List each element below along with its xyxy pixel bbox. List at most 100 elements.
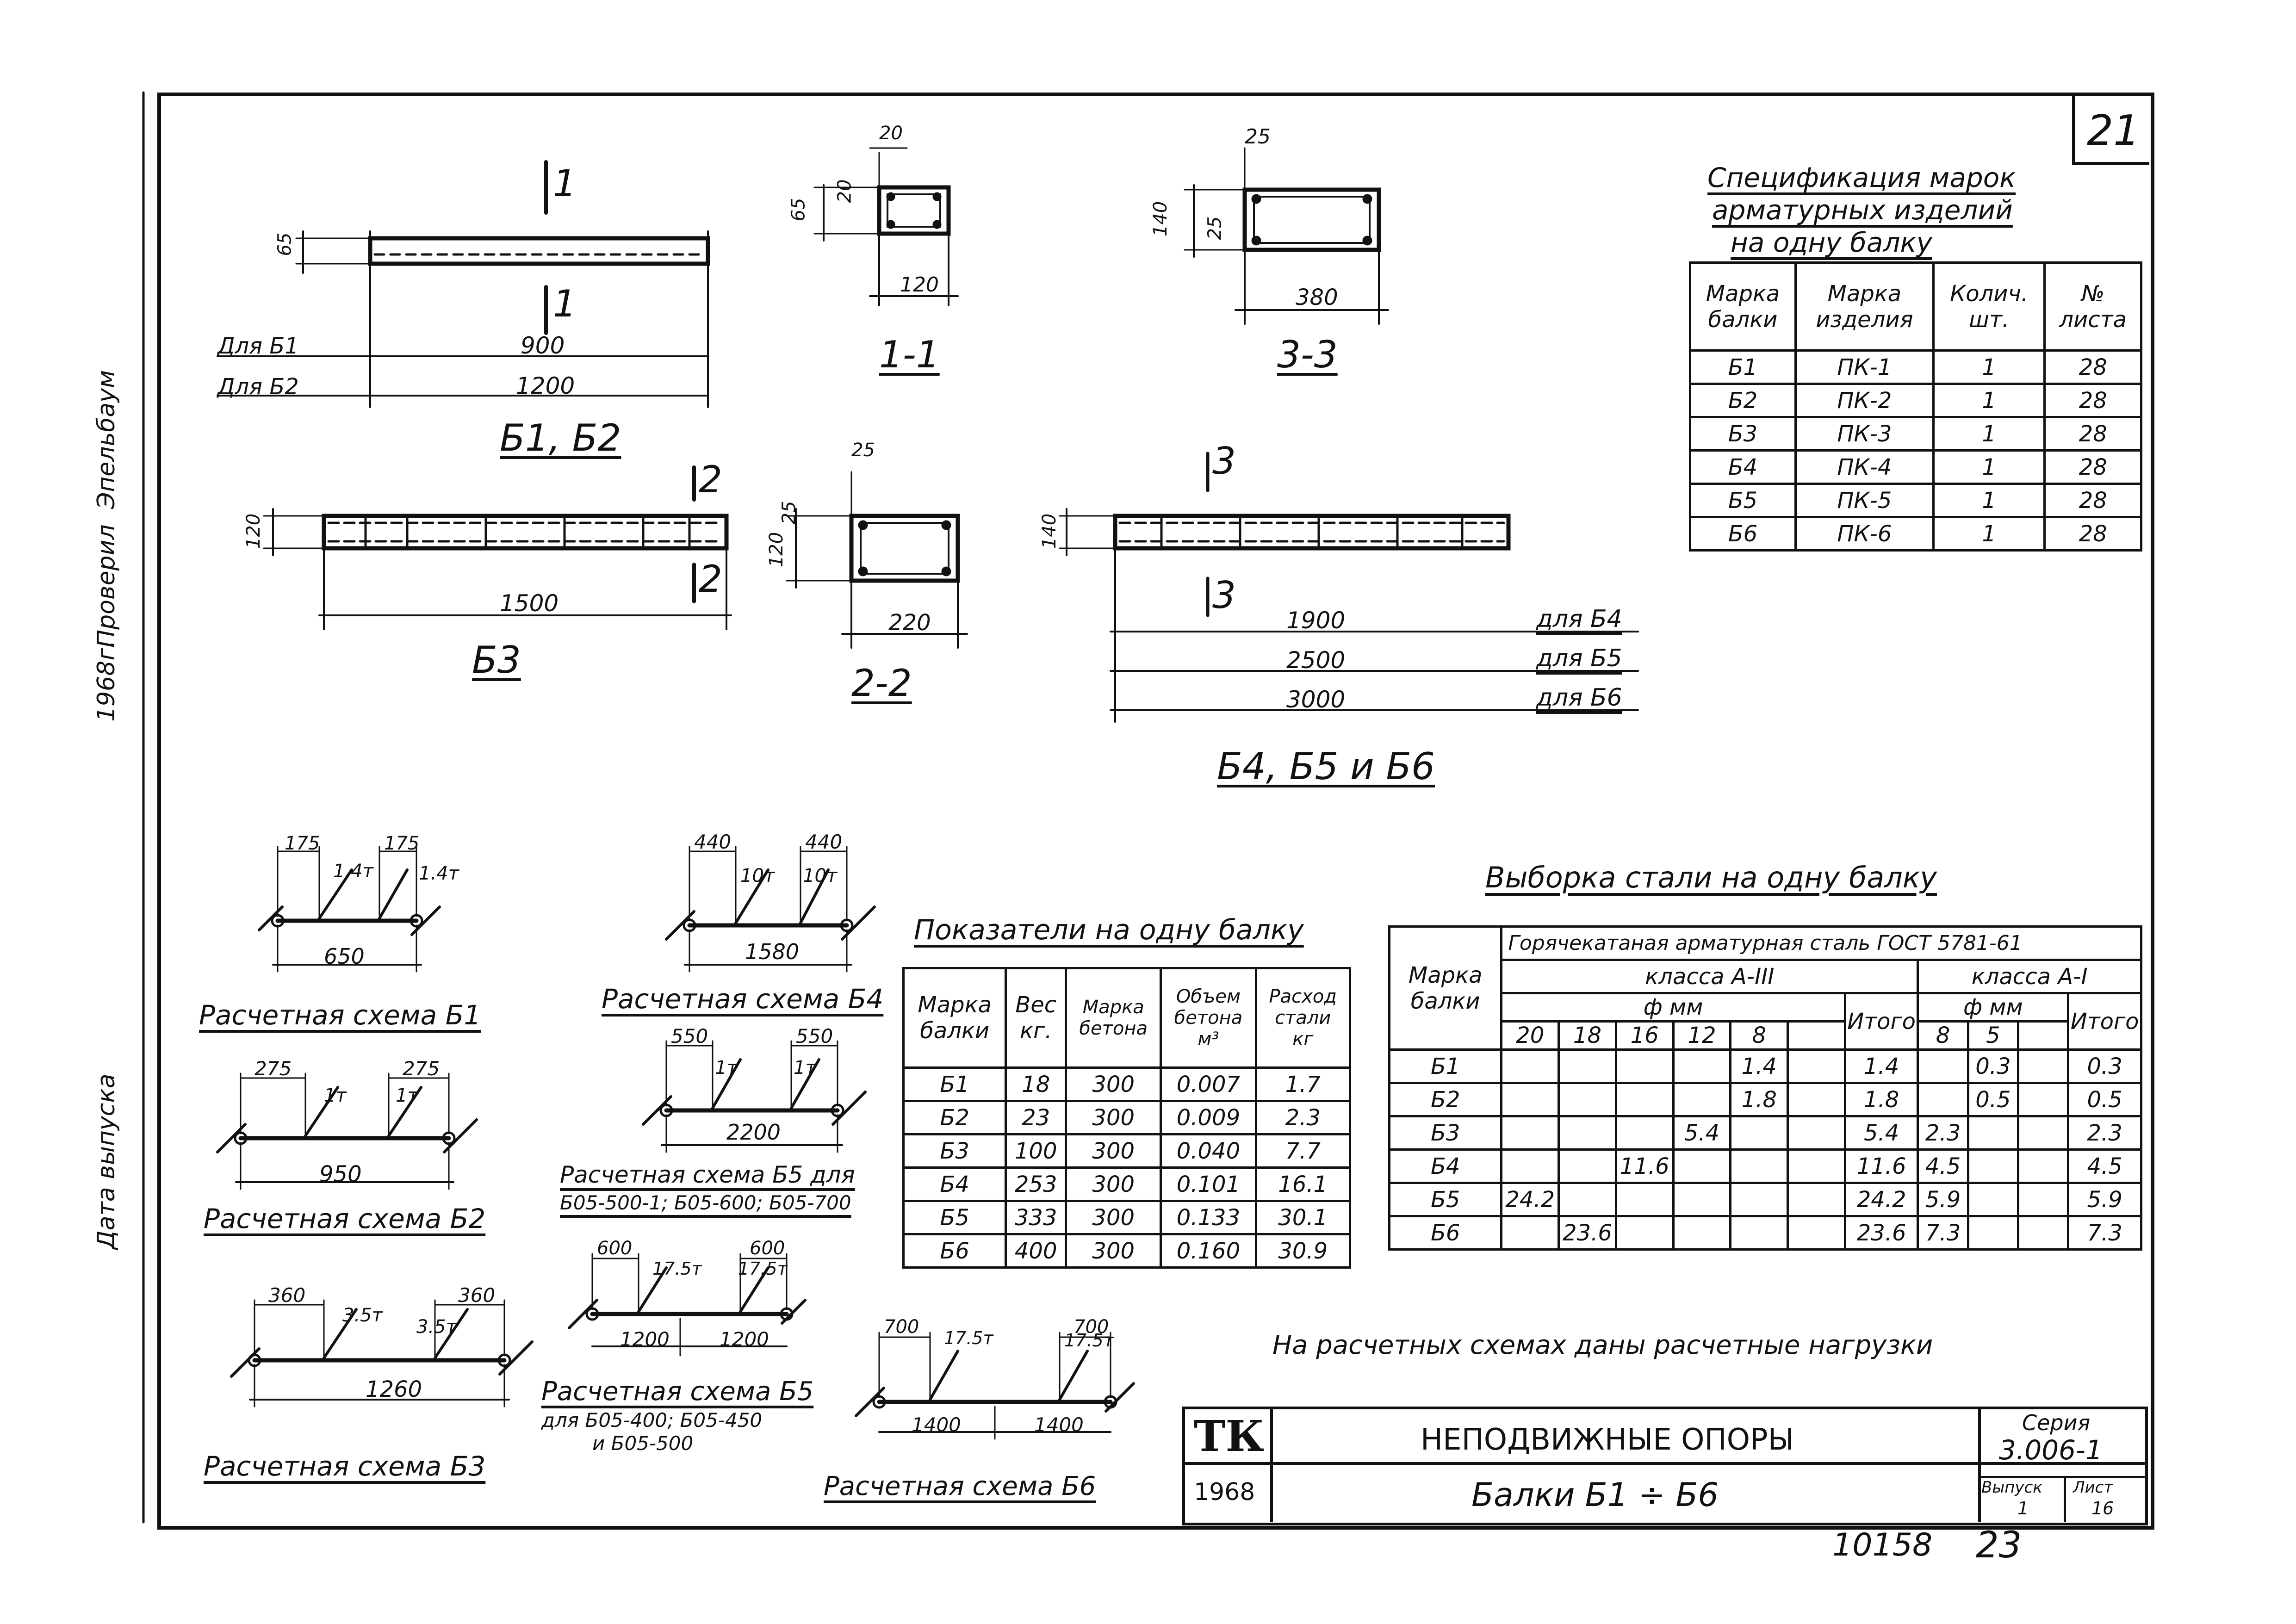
bottom-page: 23 xyxy=(1976,1525,2022,1566)
steel-cell: 5.4 xyxy=(1672,1115,1732,1151)
ind-cell: 300 xyxy=(1065,1133,1162,1169)
steel-cell: 0.3 xyxy=(1967,1048,2020,1084)
spec-cell: 1 xyxy=(1932,483,2046,518)
scheme-b5b-subtitle-2: и Б05-500 xyxy=(592,1432,694,1455)
steel-cell: 0.5 xyxy=(1967,1082,2020,1117)
scheme-b3-load-right: 3.5т xyxy=(416,1316,457,1338)
steel-cell xyxy=(2017,1148,2070,1184)
steel-cell xyxy=(1787,1215,1846,1251)
steel-header-total3: Итого xyxy=(1843,992,1919,1051)
scheme-b3-span: 1260 xyxy=(366,1376,422,1402)
spec-table-title-1: Спецификация марок xyxy=(1707,162,2016,193)
steel-cell xyxy=(1614,1215,1675,1251)
ind-cell: Б3 xyxy=(902,1133,1007,1169)
spec-cell: 28 xyxy=(2043,416,2142,452)
steel-diam: 8 xyxy=(1917,1020,1969,1051)
steel-cell xyxy=(1672,1148,1732,1184)
steel-cell: 0.3 xyxy=(2067,1048,2142,1084)
sec22-dim-height: 120 xyxy=(766,532,788,568)
scheme-b6-span-right: 1400 xyxy=(1034,1413,1084,1436)
ind-row: Б2 23 300 0.009 2.3 xyxy=(902,1100,1351,1135)
steel-cell: Б1 xyxy=(1388,1048,1503,1084)
ind-cell: 2.3 xyxy=(1254,1100,1351,1135)
spec-cell: ПК-5 xyxy=(1794,483,1935,518)
steel-cell: Б5 xyxy=(1388,1182,1503,1217)
scheme-b5a-subtitle: Б05-500-1; Б05-600; Б05-700 xyxy=(560,1191,851,1214)
sec22-dim-top: 25 xyxy=(851,440,875,461)
scheme-b2-span: 950 xyxy=(319,1161,362,1187)
scheme-b6-offset-left: 700 xyxy=(884,1316,919,1338)
steel-cell xyxy=(1787,1115,1846,1151)
sec33-dim-width: 380 xyxy=(1296,285,1338,310)
steel-header-class3: класса А-III xyxy=(1500,959,1919,994)
b3-section-mark-top: 2 xyxy=(699,458,722,501)
ind-cell: Б5 xyxy=(902,1200,1007,1235)
steel-cell xyxy=(1967,1182,2020,1217)
title-block-issue-label: Выпуск xyxy=(1981,1478,2042,1497)
steel-cell xyxy=(1500,1048,1560,1084)
steel-cell xyxy=(1729,1115,1789,1151)
b456-label-b5: для Б5 xyxy=(1536,645,1622,672)
ind-cell: 30.9 xyxy=(1254,1233,1351,1269)
steel-cell xyxy=(2017,1082,2070,1117)
sec11-dim-height: 65 xyxy=(788,198,809,222)
steel-diam: 8 xyxy=(1729,1020,1789,1051)
title-block xyxy=(1182,1407,2148,1525)
scheme-b4-load-right: 10т xyxy=(803,865,838,886)
spec-row: Б3 ПК-3 1 28 xyxy=(1689,416,2142,452)
steel-cell: 1.4 xyxy=(1843,1048,1919,1084)
steel-cell: 23.6 xyxy=(1843,1215,1919,1251)
steel-diam: 5 xyxy=(1967,1020,2020,1051)
steel-cell: Б2 xyxy=(1388,1082,1503,1117)
steel-cell xyxy=(2017,1115,2070,1151)
ind-row: Б1 18 300 0.007 1.7 xyxy=(902,1066,1351,1102)
steel-header-group: Горячекатаная арматурная сталь ГОСТ 5781… xyxy=(1500,925,2142,961)
title-block-h2 xyxy=(1978,1476,2145,1478)
steel-cell xyxy=(1672,1048,1732,1084)
steel-cell xyxy=(1614,1082,1675,1117)
spec-row: Б6 ПК-6 1 28 xyxy=(1689,516,2142,552)
steel-cell: 0.5 xyxy=(2067,1082,2142,1117)
ind-cell: 1.7 xyxy=(1254,1066,1351,1102)
scheme-b5b-span-left: 1200 xyxy=(620,1328,670,1351)
scheme-b1-offset-right: 175 xyxy=(384,833,420,854)
ind-cell: 0.007 xyxy=(1160,1066,1257,1102)
b456-section-mark-top: 3 xyxy=(1212,440,1236,483)
ind-cell: 0.133 xyxy=(1160,1200,1257,1235)
steel-table-title: Выборка стали на одну балку xyxy=(1485,861,1937,894)
scheme-b2-load-right: 1т xyxy=(396,1085,418,1106)
scheme-b2-title: Расчетная схема Б2 xyxy=(204,1203,486,1234)
sec22-dim-inner: 25 xyxy=(778,501,800,525)
ind-row: Б6 400 300 0.160 30.9 xyxy=(902,1233,1351,1269)
steel-cell xyxy=(2017,1182,2070,1217)
scheme-b5a-title: Расчетная схема Б5 для xyxy=(560,1161,855,1188)
ind-cell: 300 xyxy=(1065,1200,1162,1235)
steel-cell xyxy=(1787,1048,1846,1084)
bottom-number: 10158 xyxy=(1832,1527,1933,1563)
steel-cell: Б6 xyxy=(1388,1215,1503,1251)
scheme-b6-load-left: 17.5т xyxy=(944,1328,993,1348)
b1b2-dim-b1: 900 xyxy=(521,332,565,359)
spec-cell: Б4 xyxy=(1689,449,1797,485)
spec-cell: ПК-3 xyxy=(1794,416,1935,452)
ind-cell: 0.040 xyxy=(1160,1133,1257,1169)
b1b2-height-dim: 65 xyxy=(274,232,296,256)
spec-cell: 28 xyxy=(2043,349,2142,385)
b456-length-b5: 2500 xyxy=(1286,647,1346,674)
steel-cell: 5.4 xyxy=(1843,1115,1919,1151)
steel-cell: 4.5 xyxy=(2067,1148,2142,1184)
steel-cell: 7.3 xyxy=(1917,1215,1969,1251)
steel-cell xyxy=(1729,1182,1789,1217)
steel-cell: Б3 xyxy=(1388,1115,1503,1151)
b456-height-dim: 140 xyxy=(1039,513,1061,549)
spec-cell: 1 xyxy=(1932,416,2046,452)
ind-cell: 30.1 xyxy=(1254,1200,1351,1235)
steel-cell xyxy=(1917,1082,1969,1117)
spec-row: Б1 ПК-1 1 28 xyxy=(1689,349,2142,385)
tk-logo: ТК xyxy=(1194,1411,1265,1461)
spec-cell: ПК-1 xyxy=(1794,349,1935,385)
spec-cell: Б3 xyxy=(1689,416,1797,452)
